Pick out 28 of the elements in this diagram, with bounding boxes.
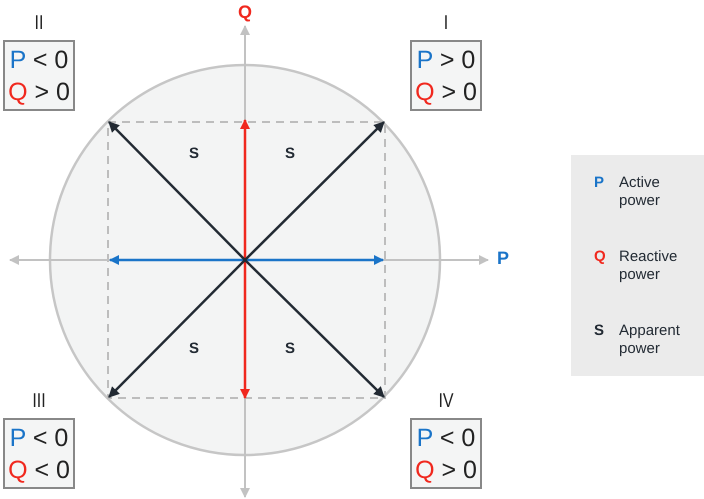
sign-condition: P > 0 bbox=[416, 45, 476, 75]
legend-symbol: P bbox=[594, 174, 604, 191]
vector-label: S bbox=[189, 340, 200, 357]
vector-label: S bbox=[285, 145, 296, 162]
quadrant-box bbox=[3, 418, 75, 489]
sign-condition: Q > 0 bbox=[414, 455, 478, 485]
axis-label: Q bbox=[238, 2, 252, 23]
quadrant-box bbox=[410, 418, 482, 489]
sign-condition: P < 0 bbox=[8, 423, 70, 453]
legend-text: Reactive power bbox=[619, 248, 678, 284]
sign-condition: P < 0 bbox=[8, 45, 70, 75]
sign-condition: Q > 0 bbox=[414, 77, 478, 107]
quadrant-box bbox=[410, 40, 482, 111]
sign-condition: Q > 0 bbox=[7, 77, 71, 107]
sign-condition: P < 0 bbox=[416, 423, 476, 453]
quadrant-box bbox=[3, 40, 75, 111]
vector-label: S bbox=[285, 340, 296, 357]
axis-label: P bbox=[497, 248, 510, 269]
quadrant-number: II bbox=[34, 12, 44, 34]
quadrant-number: IV bbox=[437, 390, 455, 412]
vector-label: S bbox=[189, 145, 200, 162]
quadrant-number: III bbox=[31, 390, 47, 412]
legend-symbol: Q bbox=[594, 248, 606, 265]
legend-text: Apparent power bbox=[619, 322, 681, 358]
quadrant-number: I bbox=[442, 12, 450, 34]
sign-condition: Q < 0 bbox=[7, 455, 71, 485]
legend-text: Active power bbox=[619, 174, 661, 210]
legend-symbol: S bbox=[594, 322, 604, 339]
